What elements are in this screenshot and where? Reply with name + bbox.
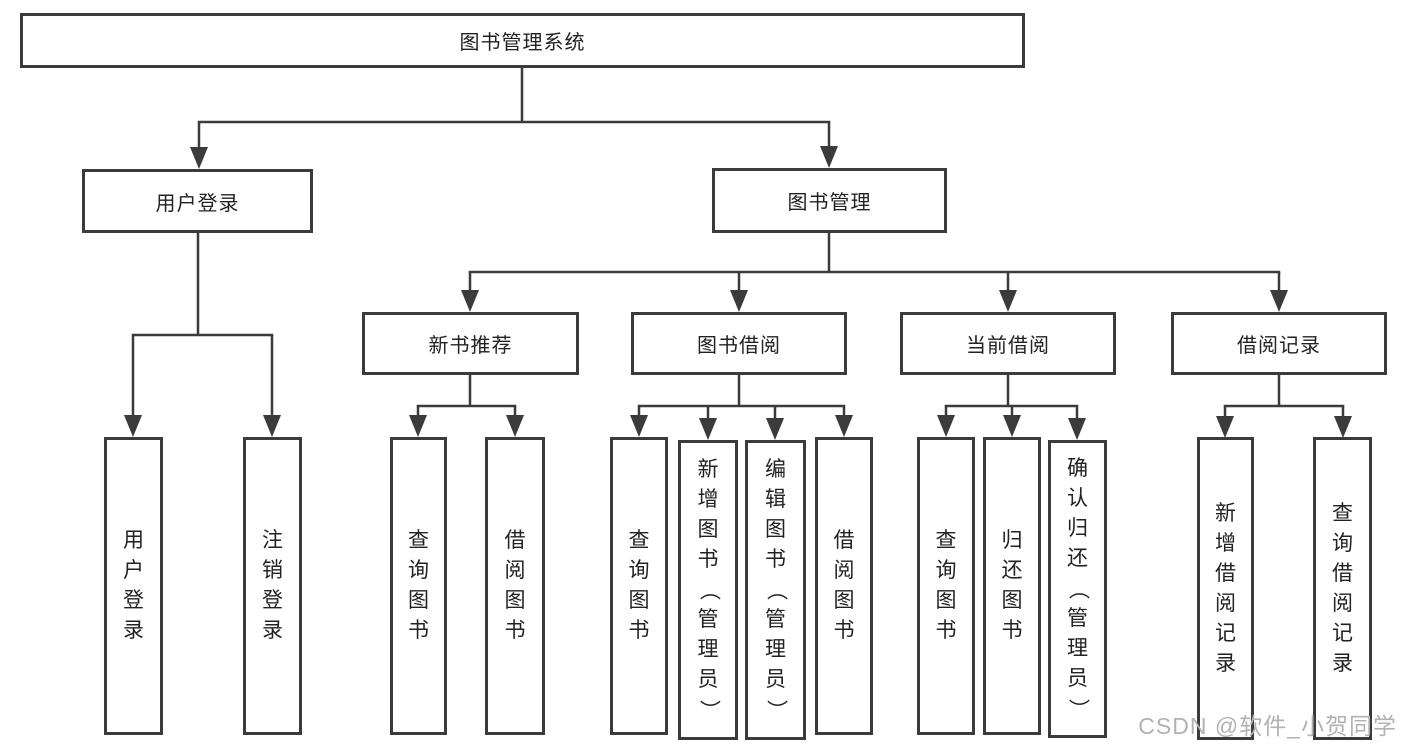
leaf-borrow-query-books-label: 查询图书 (628, 529, 650, 642)
leaf-borrow-add-books-admin-label: 新增图书（管理员） (697, 458, 720, 721)
node-book-borrow: 图书借阅 (631, 312, 847, 375)
leaf-borrow-query-books: 查询图书 (610, 437, 668, 735)
leaf-records-add-record-label: 新增借阅记录 (1215, 501, 1236, 675)
node-new-book-recommend: 新书推荐 (362, 312, 579, 375)
node-borrow-records: 借阅记录 (1171, 312, 1387, 375)
leaf-current-query-books: 查询图书 (917, 437, 975, 735)
leaf-recommend-borrow-books: 借阅图书 (485, 437, 545, 735)
leaf-current-return-books: 归还图书 (983, 437, 1041, 735)
node-root-label: 图书管理系统 (459, 32, 586, 54)
node-borrow-records-label: 借阅记录 (1237, 335, 1321, 357)
leaf-borrow-edit-books-admin-label: 编辑图书（管理员） (764, 458, 788, 721)
leaf-borrow-borrow-books-label: 借阅图书 (833, 529, 855, 642)
leaf-current-confirm-return-admin: 确认归还（管理员） (1048, 440, 1107, 738)
leaf-records-query-record-label: 查询借阅记录 (1332, 501, 1353, 675)
csdn-watermark: CSDN @软件_小贺同学 (1138, 713, 1397, 739)
node-new-book-recommend-label: 新书推荐 (428, 335, 513, 357)
node-book-management: 图书管理 (712, 168, 947, 233)
leaf-logout-label: 注销登录 (262, 529, 283, 642)
leaf-borrow-edit-books-admin: 编辑图书（管理员） (745, 440, 806, 740)
leaf-recommend-borrow-books-label: 借阅图书 (504, 529, 526, 642)
node-current-borrow-label: 当前借阅 (966, 335, 1050, 357)
leaf-current-return-books-label: 归还图书 (1001, 529, 1023, 642)
leaf-current-query-books-label: 查询图书 (935, 529, 957, 642)
node-user-login-label: 用户登录 (155, 192, 240, 215)
leaf-user-login-label: 用户登录 (123, 529, 144, 642)
leaf-borrow-borrow-books: 借阅图书 (815, 437, 873, 735)
node-current-borrow: 当前借阅 (900, 312, 1116, 375)
arrowheads (124, 146, 1352, 440)
node-book-management-label: 图书管理 (787, 192, 872, 214)
leaf-borrow-add-books-admin: 新增图书（管理员） (678, 440, 738, 740)
leaf-logout: 注销登录 (243, 437, 302, 735)
node-book-borrow-label: 图书借阅 (697, 335, 781, 357)
leaf-user-login: 用户登录 (104, 437, 163, 735)
leaf-current-confirm-return-admin-label: 确认归还（管理员） (1066, 457, 1090, 720)
leaf-recommend-query-books: 查询图书 (390, 437, 447, 735)
node-root: 图书管理系统 (20, 13, 1025, 68)
leaf-records-query-record: 查询借阅记录 (1313, 437, 1372, 740)
leaf-recommend-query-books-label: 查询图书 (408, 529, 429, 642)
node-user-login: 用户登录 (82, 169, 313, 233)
leaf-records-add-record: 新增借阅记录 (1197, 437, 1254, 740)
